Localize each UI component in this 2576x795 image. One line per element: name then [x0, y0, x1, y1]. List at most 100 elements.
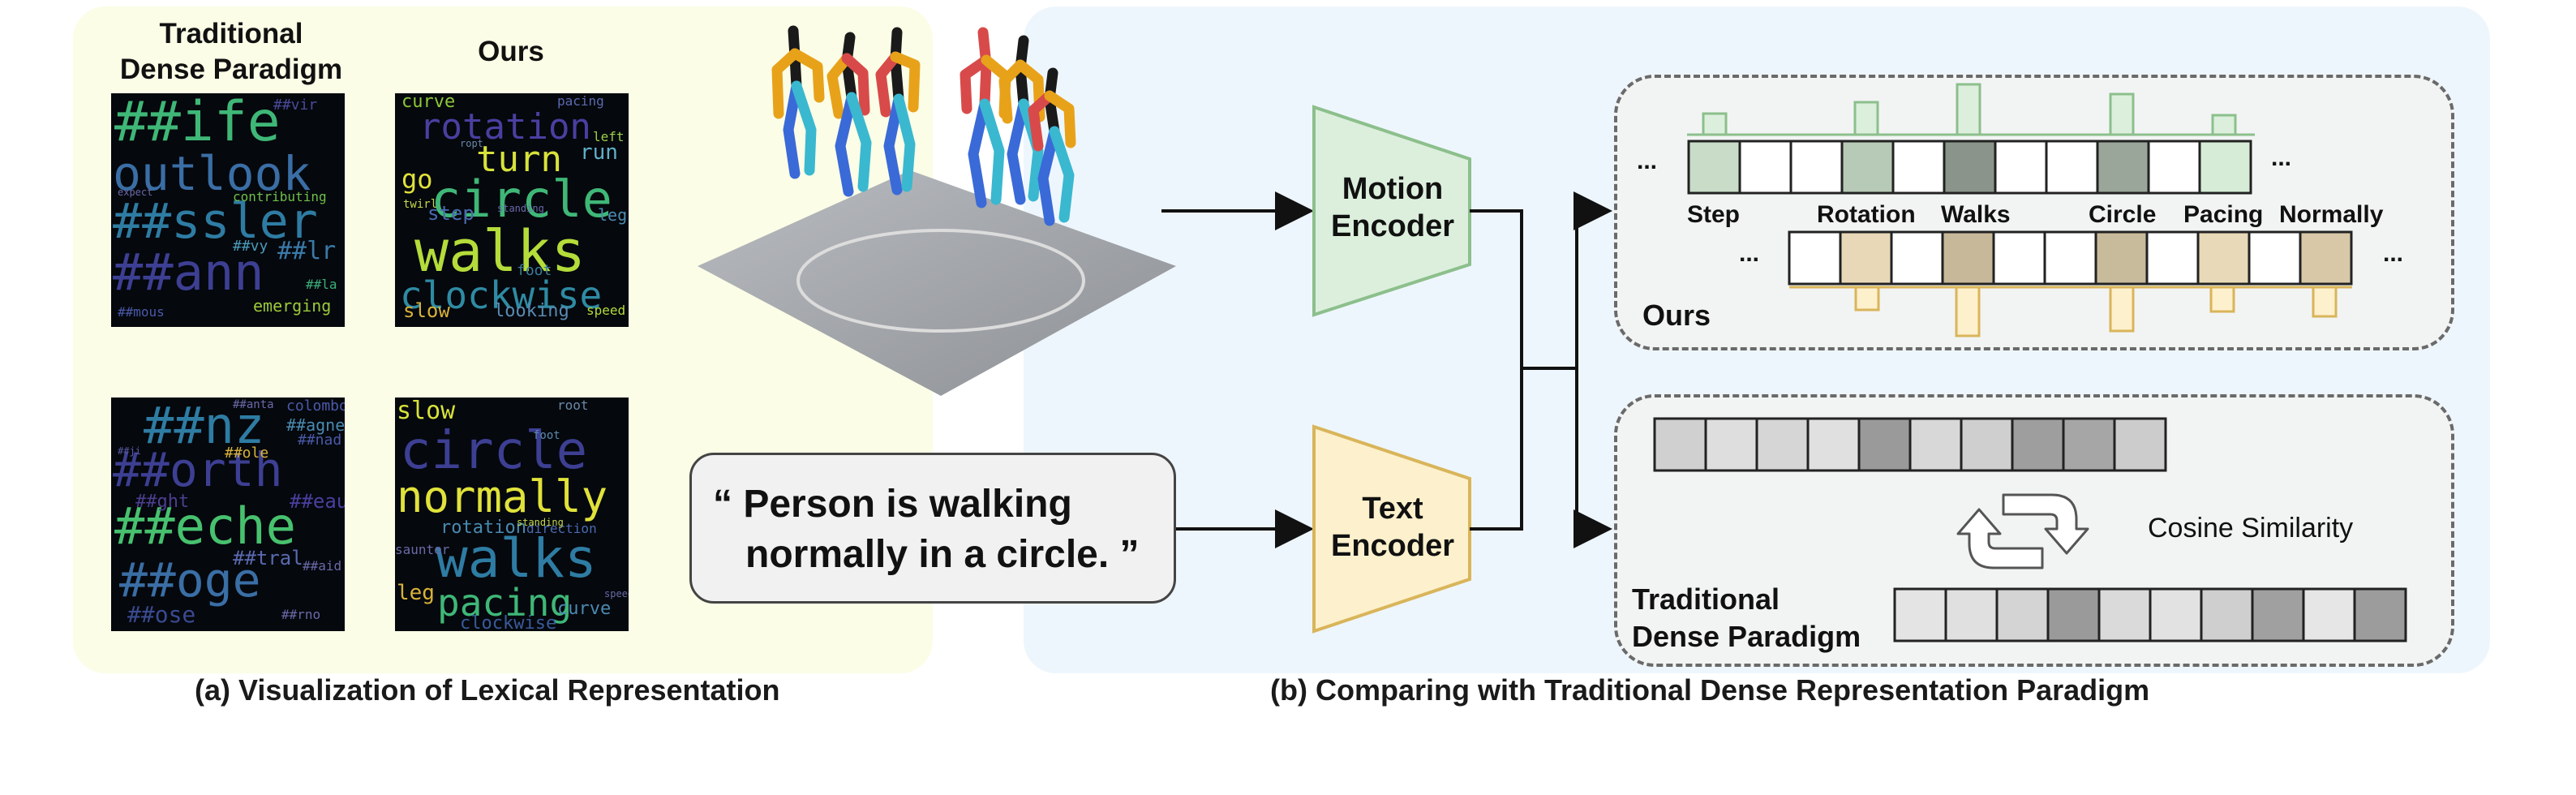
- cloud-word: ##la: [306, 277, 337, 292]
- cloud-word: clockwise: [400, 273, 603, 317]
- ellipsis-right-motion: ...: [2271, 144, 2292, 171]
- cloud-word: normally: [397, 471, 608, 522]
- motion-activation-bar: [1853, 101, 1879, 136]
- cloud-word: circle: [400, 421, 588, 481]
- ours-label: Ours: [1642, 299, 1711, 332]
- ours-column-heading: Ours: [478, 36, 544, 67]
- lexical-word-rotation: Rotation: [1817, 201, 1916, 228]
- cloud-word: speed: [586, 303, 626, 318]
- text-query-box: “ Person is walking normally in a circle…: [689, 453, 1176, 604]
- cloud-word: ##anta: [233, 398, 274, 411]
- cloud-word: left: [593, 129, 625, 144]
- circle-path: [796, 229, 1085, 333]
- cloud-word: ##ji: [118, 445, 141, 457]
- motion-encoder-line2: Encoder: [1330, 209, 1455, 243]
- dense-label-line1: Traditional: [1632, 582, 1780, 616]
- arrow-to-dense: [1574, 368, 1612, 548]
- dense-paradigm-label: Traditional Dense Paradigm: [1632, 581, 1861, 655]
- cloud-word: rotation: [440, 518, 526, 538]
- ellipsis-left-motion: ...: [1637, 148, 1658, 174]
- dense-label-line2: Dense Paradigm: [1632, 620, 1861, 653]
- text-lexical-vector: [1788, 230, 2353, 286]
- text-activation-bar: [2209, 286, 2235, 313]
- cloud-word: clockwise: [460, 613, 557, 632]
- cloud-word: walks: [436, 527, 597, 590]
- cloud-word: curve: [401, 93, 456, 112]
- lexical-word-walks: Walks: [1941, 201, 2011, 228]
- traditional-heading-line1: Traditional: [159, 18, 303, 49]
- word-cloud-ours-bottom: slow circle normally rotation walks paci…: [395, 398, 629, 631]
- cloud-word: standing: [517, 517, 564, 528]
- cloud-word: ##ole: [225, 445, 269, 462]
- cloud-word: ##oge: [119, 552, 261, 608]
- cloud-word: ##eaux: [290, 490, 345, 513]
- cloud-word: circle: [431, 170, 612, 229]
- cloud-word: root: [557, 398, 589, 413]
- motion-activation-bar: [2211, 114, 2237, 136]
- cloud-word: ##ife: [114, 93, 281, 154]
- cloud-word: expect: [118, 187, 153, 198]
- cloud-word: ##orth: [113, 442, 283, 497]
- floor-plane: [698, 170, 1176, 396]
- cloud-word: leg: [397, 581, 435, 605]
- motion-activation-bar: [1702, 112, 1728, 136]
- cloud-word: ##eche: [114, 496, 296, 556]
- cloud-word: ##mous: [118, 304, 165, 320]
- cloud-word: twirl: [403, 198, 438, 211]
- cloud-word: foot: [533, 429, 560, 442]
- cloud-word: speed: [604, 588, 629, 599]
- cloud-word: run: [580, 140, 618, 165]
- cloud-word: ##nad: [298, 432, 342, 449]
- dense-motion-vector: [1653, 417, 2167, 472]
- motion-skeleton-illustration: [698, 25, 1176, 396]
- text-activation-bar: [1955, 286, 1981, 337]
- cloud-word: pacing: [437, 581, 573, 625]
- cloud-word: ##ose: [127, 601, 196, 628]
- cloud-word: outlook: [113, 146, 311, 201]
- cloud-word: ropt: [460, 138, 483, 149]
- cloud-word: step: [427, 202, 474, 225]
- lexical-word-pacing: Pacing: [2183, 201, 2264, 228]
- word-cloud-ours-top: rotation turn circle walks clockwise cur…: [395, 93, 629, 327]
- cloud-word: slow: [397, 398, 456, 425]
- arrow-to-ours: [1574, 191, 1612, 368]
- text-activation-bar: [2312, 286, 2338, 318]
- cloud-word: go: [401, 164, 433, 195]
- text-encoder-label: Text Encoder: [1316, 490, 1470, 565]
- caption-panel-a: (a) Visualization of Lexical Representat…: [195, 673, 780, 707]
- cloud-word: ##ann: [113, 243, 264, 302]
- cloud-word: direction: [526, 521, 597, 536]
- motion-encoder-line1: Motion: [1342, 172, 1444, 206]
- lexical-word-step: Step: [1687, 201, 1741, 228]
- cloud-word: foot: [517, 262, 552, 279]
- cloud-word: leg: [598, 205, 628, 225]
- cloud-word: ##aid: [303, 558, 342, 574]
- dense-text-vector: [1893, 587, 2407, 642]
- cloud-word: ##tral: [233, 547, 303, 569]
- cloud-word: curve: [557, 599, 612, 619]
- motion-encoder-label: Motion Encoder: [1316, 170, 1470, 245]
- cloud-word: walks: [414, 218, 586, 285]
- cloud-word: rotation: [419, 106, 591, 148]
- lexical-word-circle: Circle: [2089, 201, 2157, 228]
- cloud-word: turn: [476, 139, 562, 180]
- text-query: “ Person is walking normally in a circle…: [713, 483, 1140, 576]
- traditional-heading-line2: Dense Paradigm: [119, 54, 343, 85]
- ellipsis-right-text: ...: [2383, 240, 2404, 267]
- cloud-word: slow: [403, 299, 450, 322]
- motion-encoder-shape: [1312, 105, 1471, 317]
- cloud-word: ##nz: [144, 398, 265, 455]
- cloud-word: ##vir: [273, 97, 318, 114]
- cloud-word: emerging: [253, 296, 332, 316]
- cloud-word: ##ssler: [113, 193, 318, 250]
- text-activation-bar: [2109, 286, 2135, 333]
- cloud-word: looking: [494, 301, 569, 321]
- cloud-word: pacing: [557, 93, 604, 109]
- cosine-similarity-label: Cosine Similarity: [2148, 513, 2354, 544]
- word-cloud-traditional-bottom: ##nz ##orth ##eche ##oge ##anta colombo …: [111, 398, 345, 631]
- text-encoder-line2: Encoder: [1330, 529, 1455, 563]
- motion-activation-bar: [2109, 92, 2135, 136]
- cosine-cycle-icon: [1956, 493, 2089, 569]
